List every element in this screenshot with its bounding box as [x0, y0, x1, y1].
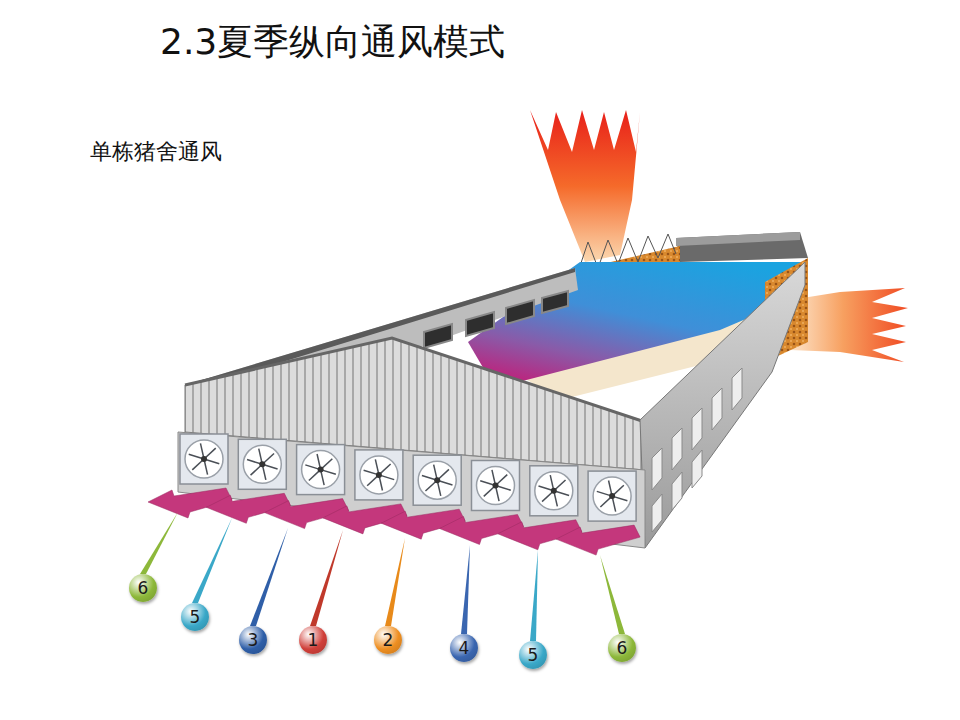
- callout-circle: 6: [129, 574, 157, 602]
- callout-number: 4: [459, 640, 470, 657]
- callout-number: 5: [528, 647, 539, 664]
- callout-circle: 4: [450, 634, 478, 662]
- callout-circle: 6: [608, 634, 636, 662]
- subtitle: 单栋猪舍通风: [90, 137, 222, 167]
- callout-circle: 3: [239, 626, 267, 654]
- callout-circle: 5: [181, 603, 209, 631]
- exhaust-fan: [413, 455, 461, 505]
- exhaust-fan: [588, 471, 636, 521]
- exhaust-fan: [530, 466, 578, 516]
- exhaust-fan: [297, 445, 345, 495]
- callout-number: 6: [617, 640, 628, 657]
- callout-circle: 5: [519, 641, 547, 669]
- exhaust-fan: [238, 439, 286, 489]
- exhaust-fan: [472, 461, 520, 511]
- exhaust-fan: [355, 450, 403, 500]
- exhaust-arrow: [556, 525, 640, 555]
- exhaust-fan: [180, 434, 228, 484]
- callout-number: 3: [248, 632, 259, 649]
- callout-number: 5: [190, 609, 201, 626]
- callout-circle: 1: [299, 626, 327, 654]
- callout-circle: 2: [374, 626, 402, 654]
- callout-number: 1: [308, 632, 319, 649]
- callout-number: 6: [138, 580, 149, 597]
- slide-title: 2.3夏季纵向通风模式: [160, 18, 505, 67]
- callout-number: 2: [383, 632, 394, 649]
